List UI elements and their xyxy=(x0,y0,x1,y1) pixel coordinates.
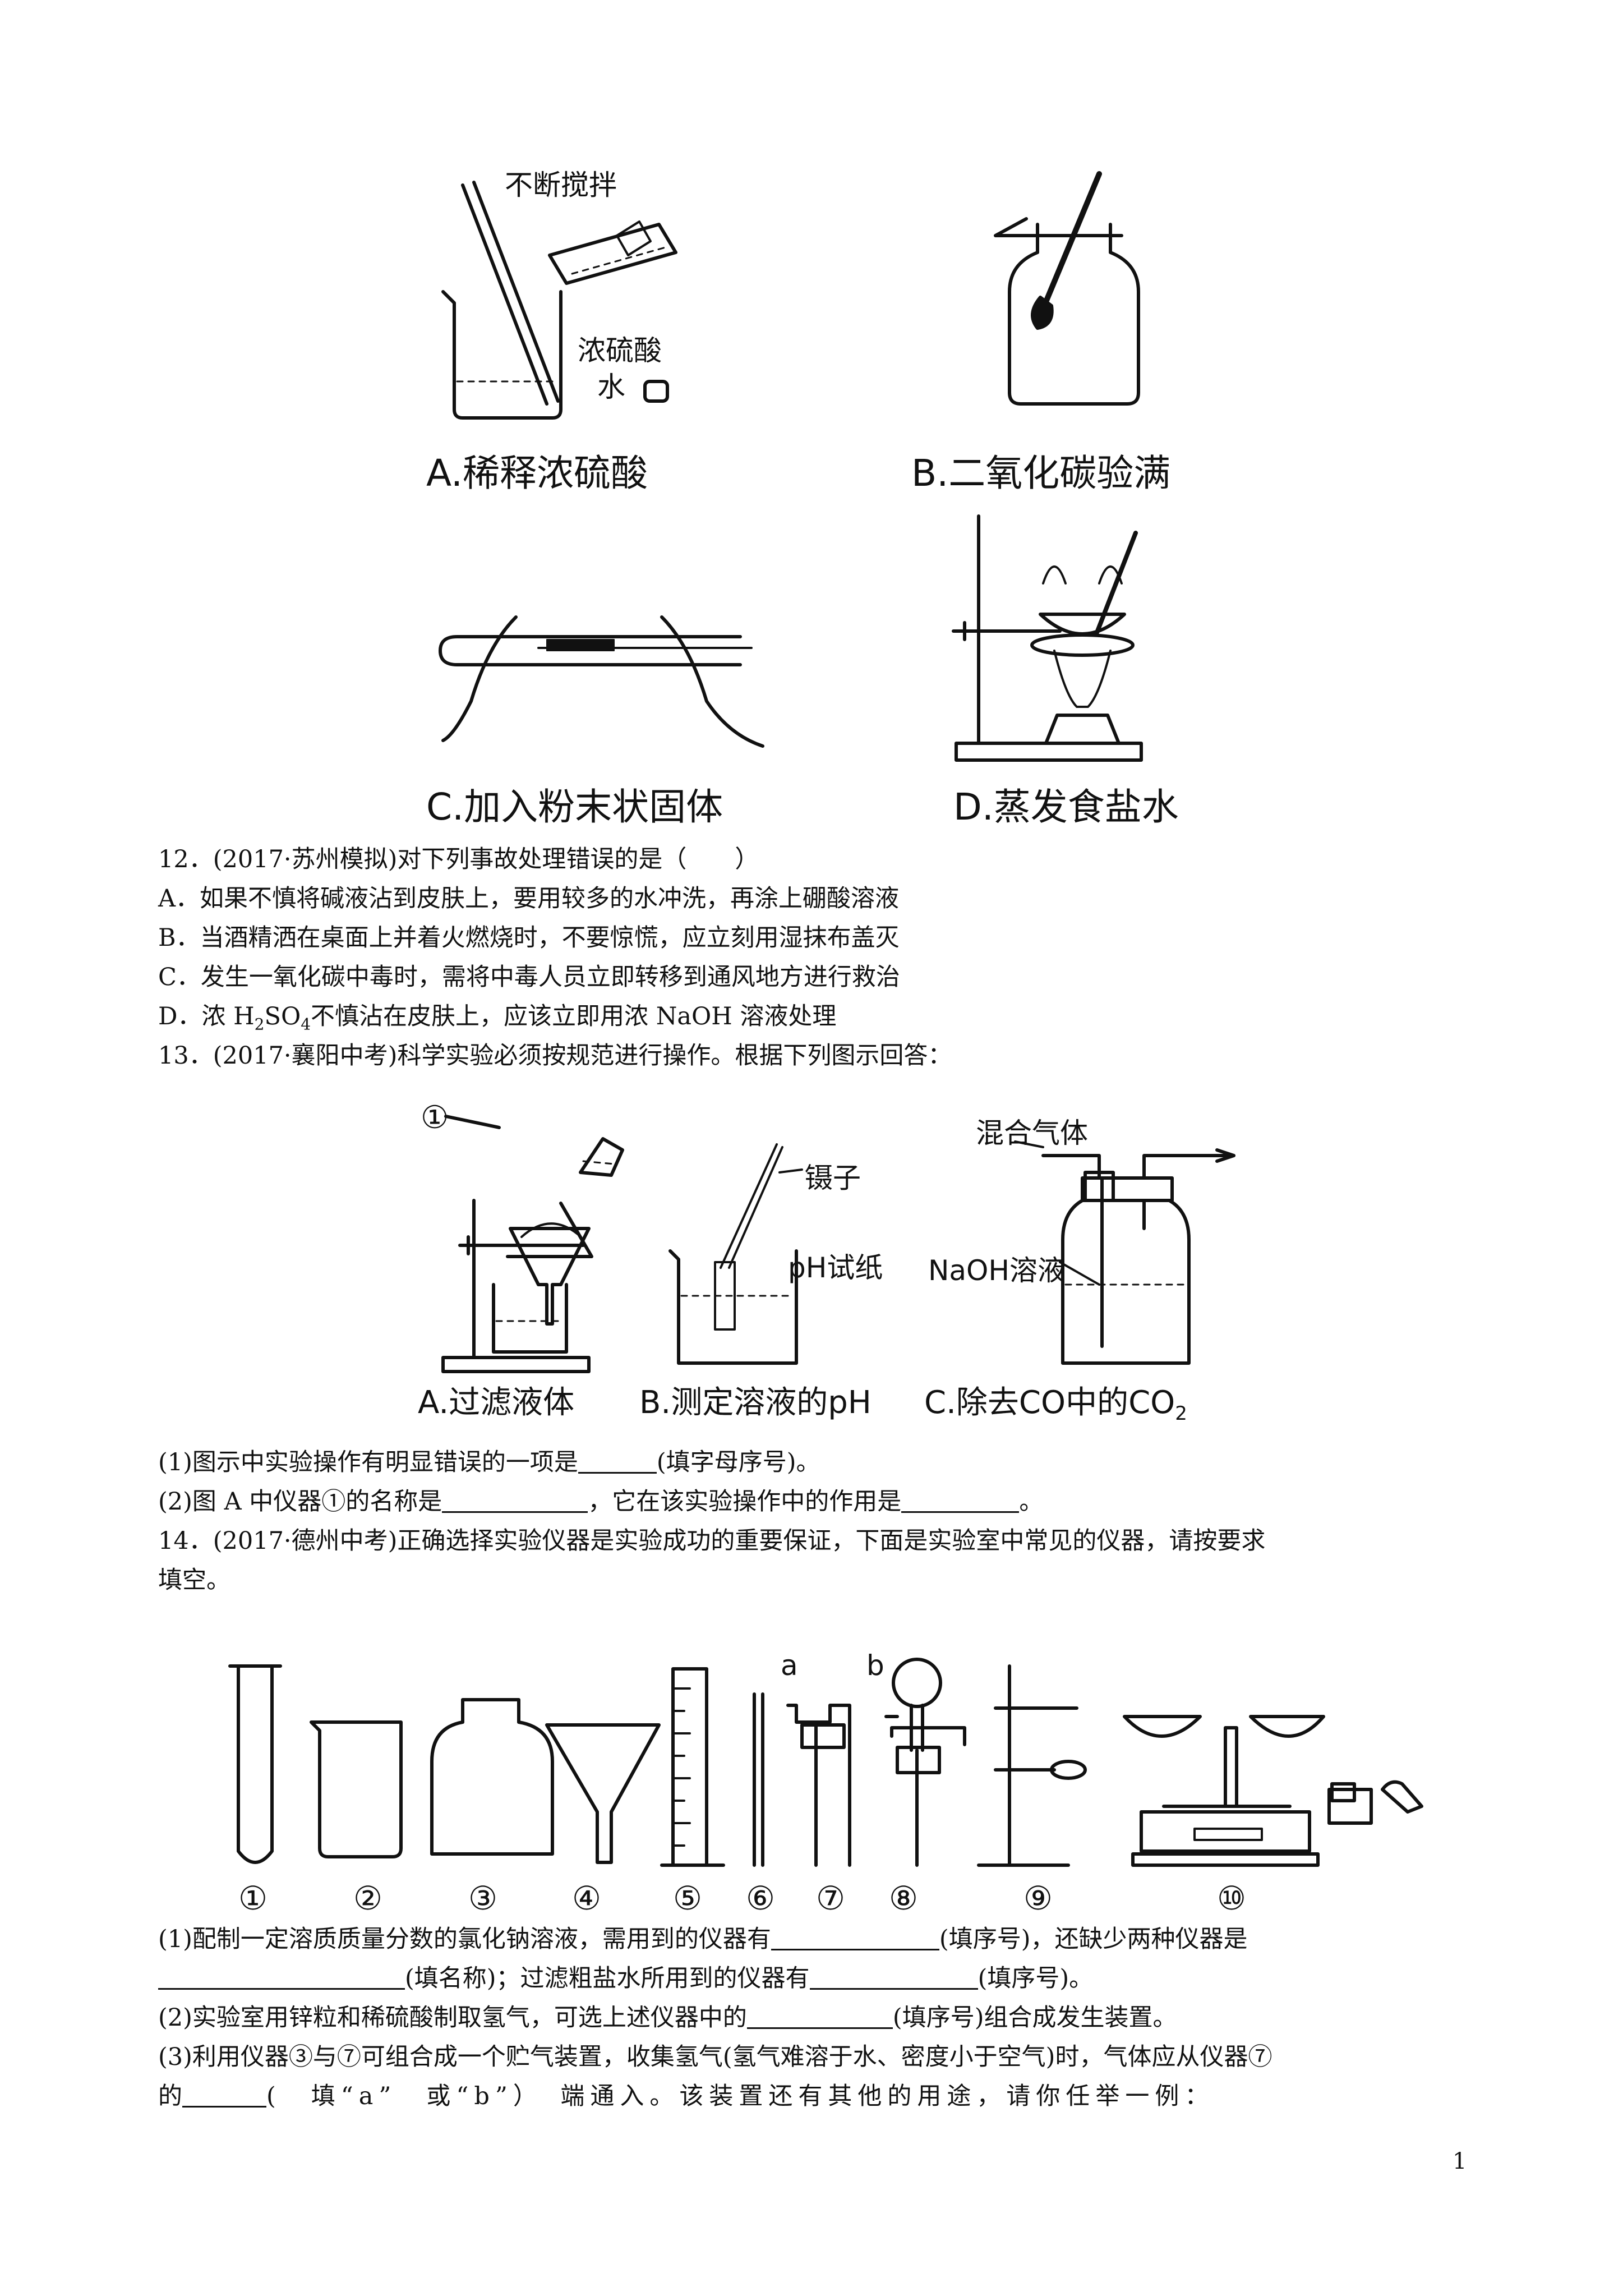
q13-sub1-a: (1)图示中实验操作有明显错误的一项是 xyxy=(158,1448,578,1476)
q13-sub2-b: ，它在该实验操作中的作用是 xyxy=(588,1488,902,1516)
q14-s1-a: (1)配制一定溶质质量分数的氯化钠溶液，需用到的仪器有 xyxy=(158,1925,771,1953)
gas-jar-b-drawing xyxy=(994,171,1140,406)
ph-test-b-drawing xyxy=(668,1143,803,1365)
instrument-number-3: ③ xyxy=(468,1879,497,1917)
caption-q13-c-text: C.除去CO中的CO xyxy=(924,1384,1175,1421)
caption-b: B.二氧化碳验满 xyxy=(911,452,1171,495)
q14-s1-c: (填名称)；过滤粗盐水所用到的仪器有 xyxy=(405,1964,810,1993)
q14-sub1-line1: (1)配制一定溶质质量分数的氯化钠溶液，需用到的仪器有 (填序号)，还缺少两种仪器… xyxy=(158,1922,1247,1956)
q13-sub2: (2)图 A 中仪器①的名称是 ，它在该实验操作中的作用是 。 xyxy=(158,1485,1043,1519)
caption-q13-b: B.测定溶液的pH xyxy=(639,1384,872,1421)
label-circle-1: ① xyxy=(421,1099,449,1136)
q14-sub2: (2)实验室用锌粒和稀硫酸制取氢气，可选上述仪器中的 (填序号)组合成发生装置。 xyxy=(158,2001,1177,2035)
q12-option-d-suffix: 不慎沾在皮肤上，应该立即用浓 NaOH 溶液处理 xyxy=(311,1002,837,1030)
q13-sub2-c: 。 xyxy=(1019,1488,1044,1516)
q14-s2-a: (2)实验室用锌粒和稀硫酸制取氢气，可选上述仪器中的 xyxy=(158,2004,747,2032)
q13-sub1: (1)图示中实验操作有明显错误的一项是 (填字母序号)。 xyxy=(158,1446,820,1479)
figure-q14-drawing xyxy=(228,1658,1423,1867)
answer-blank-q14-5[interactable] xyxy=(182,2083,266,2108)
q12-option-d-prefix: D．浓 H xyxy=(158,1002,255,1030)
label-stirring: 不断搅拌 xyxy=(505,169,617,201)
evaporation-d-drawing xyxy=(952,514,1143,762)
label-mixed-gas: 混合气体 xyxy=(976,1117,1088,1149)
q12-option-d: D．浓 H2SO4不慎沾在皮肤上，应该立即用浓 NaOH 溶液处理 xyxy=(158,1000,836,1042)
figure-q13-drawing xyxy=(441,1115,1235,1373)
label-concentrated-acid: 浓硫酸 xyxy=(578,334,662,367)
caption-a: A.稀释浓硫酸 xyxy=(426,452,648,495)
instrument-number-4: ④ xyxy=(572,1879,601,1917)
q12-option-d-mid: SO xyxy=(264,1002,301,1030)
caption-c: C.加入粉末状固体 xyxy=(426,785,723,829)
test-tube-c-drawing xyxy=(439,615,764,748)
answer-blank-q13-2[interactable] xyxy=(442,1489,588,1513)
instrument-number-2: ② xyxy=(353,1879,382,1917)
q14-sub1-line2: (填名称)；过滤粗盐水所用到的仪器有 (填序号)。 xyxy=(158,1962,1093,1995)
instrument-number-9: ⑨ xyxy=(1023,1879,1053,1917)
q14-s2-b: (填序号)组合成发生装置。 xyxy=(892,2004,1177,2032)
q14-s3-2b: ( 填“a” 或“b”） 端通入。该装置还有其他的用途，请你任举一例： xyxy=(266,2082,1215,2110)
page-number: 1 xyxy=(1453,2148,1467,2174)
figure-q14-instruments: a b ① ② ③ ④ ⑤ ⑥ ⑦ ⑧ ⑨ ⑩ xyxy=(0,1616,1623,1930)
q12-option-b: B．当酒精洒在桌面上并着火燃烧时，不要惊慌，应立刻用湿抹布盖灭 xyxy=(158,924,900,952)
gas-washing-c-drawing xyxy=(1014,1140,1235,1365)
figure-top-experiments: 不断搅拌 浓硫酸 水 A.稀释浓硫酸 B.二氧化碳验满 C.加入粉末状固体 D.… xyxy=(0,0,1623,841)
label-ph-paper: pH试纸 xyxy=(788,1251,883,1284)
port-label-b: b xyxy=(866,1649,884,1682)
caption-q13-c-sub: 2 xyxy=(1175,1402,1187,1425)
q14-stem-line1: 14．(2017·德州中考)正确选择实验仪器是实验成功的重要保证，下面是实验室中… xyxy=(158,1527,1266,1555)
instrument-number-6: ⑥ xyxy=(746,1879,775,1917)
q14-sub3-line1: (3)利用仪器③与⑦可组合成一个贮气装置，收集氢气(氢气难溶于水、密度小于空气)… xyxy=(158,2043,1272,2071)
figure-top-drawing xyxy=(439,171,1143,762)
label-tweezers: 镊子 xyxy=(805,1162,861,1194)
q12-stem: 12．(2017·苏州模拟)对下列事故处理错误的是（ ） xyxy=(158,845,759,873)
caption-q13-a: A.过滤液体 xyxy=(418,1384,575,1421)
filtration-a-drawing xyxy=(441,1115,624,1373)
caption-d: D.蒸发食盐水 xyxy=(953,785,1179,829)
answer-blank-q14-4[interactable] xyxy=(746,2005,893,2029)
instrument-number-10: ⑩ xyxy=(1217,1879,1246,1917)
beaker-a-drawing xyxy=(441,181,677,420)
q12-option-c: C．发生一氧化碳中毒时，需将中毒人员立即转移到通风地方进行救治 xyxy=(158,963,900,991)
instrument-number-5: ⑤ xyxy=(673,1879,702,1917)
answer-blank-q13-1[interactable] xyxy=(578,1450,657,1474)
q13-sub2-a: (2)图 A 中仪器①的名称是 xyxy=(158,1488,442,1516)
instrument-number-8: ⑧ xyxy=(889,1879,918,1917)
q14-s1-d: (填序号)。 xyxy=(978,1964,1094,1993)
figure-q13: ① 镊子 pH试纸 混合气体 NaOH溶液 A.过滤液体 B.测定溶液的pH C… xyxy=(0,1099,1623,1447)
label-naoh-solution: NaOH溶液 xyxy=(928,1254,1066,1287)
label-water: 水 xyxy=(597,371,625,403)
answer-blank-q14-3[interactable] xyxy=(809,1966,978,1990)
answer-blank-q14-1[interactable] xyxy=(771,1926,939,1950)
answer-blank-q14-2[interactable] xyxy=(158,1966,405,1990)
instrument-number-1: ① xyxy=(238,1879,268,1917)
q12-option-d-sub2: 4 xyxy=(301,1015,311,1034)
port-label-a: a xyxy=(781,1649,798,1682)
q14-s3-2a: 的 xyxy=(158,2082,182,2110)
answer-blank-q13-3[interactable] xyxy=(901,1489,1020,1513)
instrument-number-7: ⑦ xyxy=(816,1879,845,1917)
q13-sub1-b: (填字母序号)。 xyxy=(656,1448,820,1476)
q12-option-d-sub1: 2 xyxy=(254,1015,265,1034)
q12-option-a: A．如果不慎将碱液沾到皮肤上，要用较多的水冲洗，再涂上硼酸溶液 xyxy=(158,885,900,913)
caption-q13-c: C.除去CO中的CO2 xyxy=(924,1377,1187,1425)
q14-stem-line2: 填空。 xyxy=(158,1566,230,1594)
q14-s1-b: (填序号)，还缺少两种仪器是 xyxy=(939,1925,1248,1953)
q13-stem: 13．(2017·襄阳中考)科学实验必须按规范进行操作。根据下列图示回答： xyxy=(158,1042,952,1070)
q14-sub3-line2: 的 ( 填“a” 或“b”） 端通入。该装置还有其他的用途，请你任举一例： xyxy=(158,2079,1214,2113)
